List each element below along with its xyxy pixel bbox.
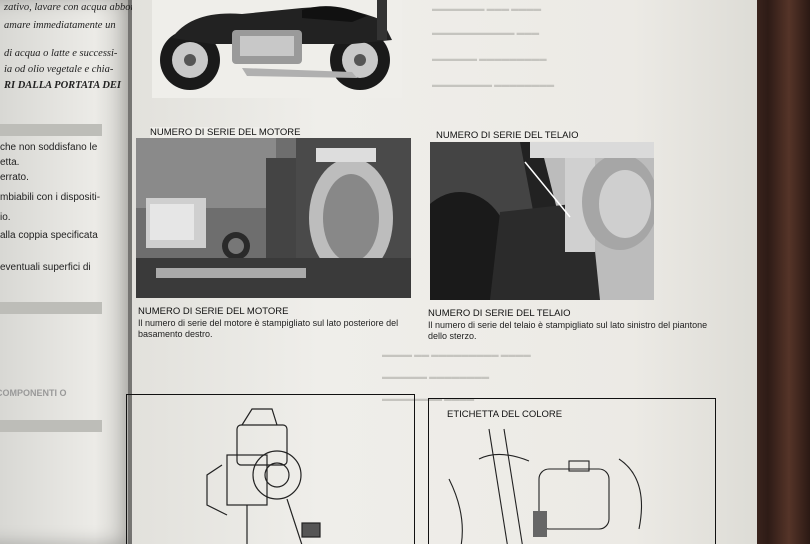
left-body-line: alla coppia specificata — [0, 230, 98, 241]
figure-frame: ETICHETTA DEL COLORE — [428, 398, 716, 544]
section-bar — [0, 124, 102, 136]
show-through-text: ▬▬▬▬▬▬ ▬▬▬▬▬▬▬▬ — [382, 372, 490, 381]
left-text-line: ia od olio vegetale e chia- — [4, 64, 114, 75]
show-through-text: ▬▬▬▬▬▬▬ ▬▬▬ ▬▬▬▬ — [432, 4, 542, 13]
show-through-text: ▬▬▬▬▬▬▬▬ ▬▬▬▬▬▬▬▬ — [432, 80, 555, 89]
motorcycle-image — [152, 0, 402, 98]
caption-title: NUMERO DI SERIE DEL MOTORE — [138, 306, 289, 317]
left-text-line: di acqua o latte e successi- — [4, 48, 118, 59]
left-body-line: errato. — [0, 172, 29, 183]
left-body-line: che non soddisfano le — [0, 142, 98, 153]
left-body-line: eventuali superfici di — [0, 262, 91, 273]
figure-title: ETICHETTA DEL COLORE — [447, 409, 563, 420]
left-bold-line: RI DALLA PORTATA DEI — [4, 80, 121, 91]
left-text-line: amare immediatamente un — [4, 20, 116, 31]
left-page: zativo, lavare con acqua abbon- amare im… — [0, 0, 140, 544]
show-through-text: ▬▬▬▬▬▬▬▬▬▬▬ ▬▬▬ — [432, 28, 540, 37]
figure-header: NUMERO DI SERIE DEL TELAIO — [436, 130, 579, 141]
left-body-line: io. — [0, 212, 11, 223]
frame-photo — [430, 142, 654, 300]
figure-header: NUMERO DI SERIE DEL MOTORE — [150, 127, 301, 138]
left-text-line: zativo, lavare con acqua abbon- — [4, 2, 140, 13]
section-bar — [0, 302, 102, 314]
caption-text: Il numero di serie del motore è stampigl… — [138, 318, 399, 339]
figure-frame — [126, 394, 415, 544]
right-page: ▬▬▬▬▬▬▬ ▬▬▬ ▬▬▬▬ ▬▬▬▬▬▬▬▬▬▬▬ ▬▬▬ ▬▬▬▬▬▬ … — [126, 0, 757, 544]
show-through-text: ▬▬▬▬▬▬ ▬▬▬▬▬▬▬▬▬ — [432, 54, 547, 63]
left-body-line: etta. — [0, 157, 20, 168]
caption-text: Il numero di serie del telaio è stampigl… — [428, 320, 708, 341]
left-body-line: mbiabili con i dispositi- — [0, 192, 101, 203]
caption-title: NUMERO DI SERIE DEL TELAIO — [428, 308, 571, 319]
show-through-text: ▬▬▬▬ ▬▬ ▬▬▬▬▬▬▬▬▬ ▬▬▬▬ — [382, 350, 531, 359]
section-bar — [0, 420, 102, 432]
engine-photo — [136, 138, 411, 298]
left-section-label: COMPONENTI O — [0, 388, 67, 398]
